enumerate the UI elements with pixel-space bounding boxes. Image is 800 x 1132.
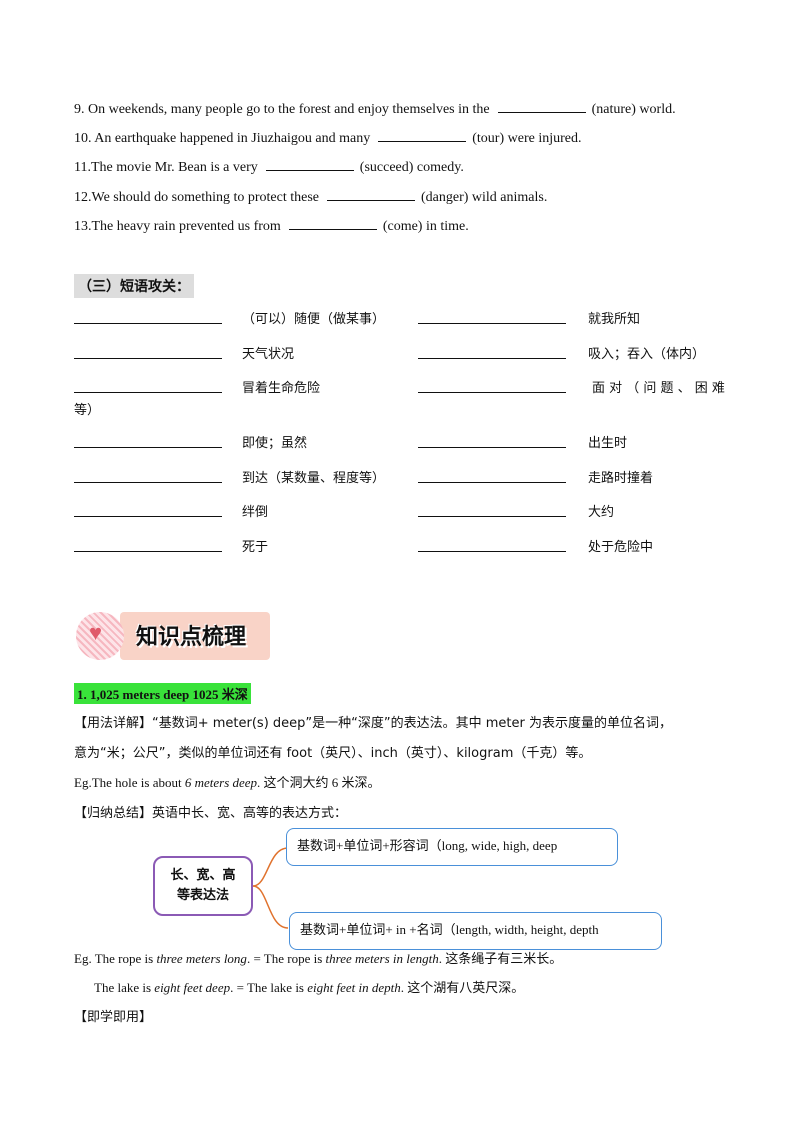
node-text: 基数词+单位词+ in +名词（length, width, height, d… [300, 922, 599, 937]
heart-icon: ♥ [89, 620, 103, 645]
phrase-hint: 吸入；吞入（体内） [588, 347, 706, 362]
example-translation: . 这条绳子有三米长。 [438, 951, 563, 966]
phrase-hint: 处于危险中 [588, 540, 654, 555]
exercise-hint: (nature) world. [591, 102, 676, 117]
exercise-13: 13.The heavy rain prevented us from (come… [74, 217, 469, 235]
example-italic: three meters in length [325, 951, 439, 966]
phrase-hint: （可以）随便（做某事） [242, 312, 386, 327]
phrase-blank[interactable] [418, 516, 566, 517]
root-line: 长、宽、高 [170, 868, 236, 883]
exercise-10: 10. An earthquake happened in Jiuzhaigou… [74, 129, 581, 147]
phrase-blank[interactable] [74, 323, 222, 324]
exercise-9: 9. On weekends, many people go to the fo… [74, 100, 676, 118]
header-title: 知识点梳理 [136, 625, 247, 650]
answer-blank[interactable] [497, 100, 586, 113]
phrase-blank[interactable] [418, 482, 566, 483]
usage-text: 意为“米；公尺”，类似的单位词还有 foot（英尺）、inch（英寸）、kilo… [74, 746, 592, 761]
answer-blank[interactable] [288, 217, 377, 230]
phrase-blank[interactable] [74, 392, 222, 393]
exercise-text: 10. An earthquake happened in Jiuzhaigou… [74, 131, 371, 146]
exercise-hint: (danger) wild animals. [421, 190, 548, 205]
practice-text: 【即学即用】 [74, 1010, 153, 1025]
phrase-hint: 冒着生命危险 [242, 381, 321, 396]
exercise-12: 12.We should do something to protect the… [74, 188, 547, 206]
exercise-text: 9. On weekends, many people go to the fo… [74, 102, 490, 117]
knowledge-point-title: 1. 1,025 meters deep 1025 米深 [74, 683, 251, 704]
example-italic: eight feet deep [154, 980, 231, 995]
phrase-hint: 面 对 （ 问 题 、 困 难 [592, 381, 725, 396]
phrase-hint: 绊倒 [242, 505, 269, 520]
phrase-hint: 走路时撞着 [588, 471, 654, 486]
phrase-hint: 就我所知 [588, 312, 641, 327]
summary-line: 【归纳总结】英语中长、宽、高等的表达方式： [74, 802, 347, 821]
phrase-hint: 到达（某数量、程度等） [242, 471, 386, 486]
answer-blank[interactable] [378, 129, 467, 142]
answer-blank[interactable] [327, 188, 415, 201]
section-title: （三）短语攻关： [74, 274, 194, 298]
phrase-hint: 天气状况 [242, 347, 295, 362]
answer-blank[interactable] [265, 158, 354, 171]
example-text: Eg.The hole is about [74, 775, 185, 790]
example-text: The lake is [94, 980, 155, 995]
phrase-hint: 出生时 [588, 436, 628, 451]
example-italic: three meters long [156, 951, 247, 966]
exercise-hint: (succeed) comedy. [359, 160, 464, 175]
example-1: Eg.The hole is about 6 meters deep. 这个洞大… [74, 772, 381, 791]
phrase-hint-wrap: 等） [74, 403, 101, 418]
example-translation: . 这个湖有八英尺深。 [400, 980, 525, 995]
exercise-11: 11.The movie Mr. Bean is a very (succeed)… [74, 158, 464, 176]
phrase-blank[interactable] [418, 392, 566, 393]
phrase-blank[interactable] [74, 516, 222, 517]
exercise-hint: (come) in time. [382, 219, 469, 234]
phrase-hint: 即使；虽然 [242, 436, 308, 451]
summary-text: 【归纳总结】英语中长、宽、高等的表达方式： [74, 806, 348, 821]
example-italic: 6 meters deep [184, 775, 258, 790]
exercise-text: 13.The heavy rain prevented us from [74, 219, 281, 234]
usage-line-1: 【用法详解】“基数词+ meter(s) deep”是一种“深度”的表达法。其中… [74, 712, 672, 731]
example-text: Eg. The rope is [74, 951, 157, 966]
phrase-blank[interactable] [74, 447, 222, 448]
example-translation: . 这个洞大约 6 米深。 [257, 775, 381, 790]
example-text: . = The lake is [230, 980, 308, 995]
mindmap-node-noun: 基数词+单位词+ in +名词（length, width, height, d… [289, 912, 662, 950]
phrase-blank[interactable] [418, 551, 566, 552]
usage-line-2: 意为“米；公尺”，类似的单位词还有 foot（英尺）、inch（英寸）、kilo… [74, 742, 591, 761]
exercise-hint: (tour) were injured. [472, 131, 582, 146]
mindmap-node-adjective: 基数词+单位词+形容词（long, wide, high, deep [286, 828, 618, 866]
phrase-blank[interactable] [418, 323, 566, 324]
phrase-blank[interactable] [74, 551, 222, 552]
phrase-blank[interactable] [74, 358, 222, 359]
phrase-hint: 死于 [242, 540, 269, 555]
phrase-blank[interactable] [418, 358, 566, 359]
node-text: 基数词+单位词+形容词（long, wide, high, deep [297, 838, 558, 853]
exercise-text: 11.The movie Mr. Bean is a very [74, 160, 258, 175]
phrase-blank[interactable] [74, 482, 222, 483]
header-band [120, 612, 270, 660]
header-badge [76, 612, 124, 660]
section-header: ♥ 知识点梳理 [76, 610, 270, 662]
practice-label: 【即学即用】 [74, 1006, 152, 1025]
example-text: . = The rope is [246, 951, 326, 966]
example-2: Eg. The rope is three meters long. = The… [74, 948, 562, 967]
phrase-hint: 大约 [588, 505, 615, 520]
example-3: The lake is eight feet deep. = The lake … [94, 977, 524, 996]
phrase-blank[interactable] [418, 447, 566, 448]
usage-text: 【用法详解】“基数词+ meter(s) deep”是一种“深度”的表达法。其中… [74, 716, 672, 731]
exercise-text: 12.We should do something to protect the… [74, 190, 319, 205]
root-line: 等表达法 [176, 888, 229, 903]
mindmap-root: 长、宽、高 等表达法 [153, 856, 253, 916]
example-italic: eight feet in depth [307, 980, 401, 995]
